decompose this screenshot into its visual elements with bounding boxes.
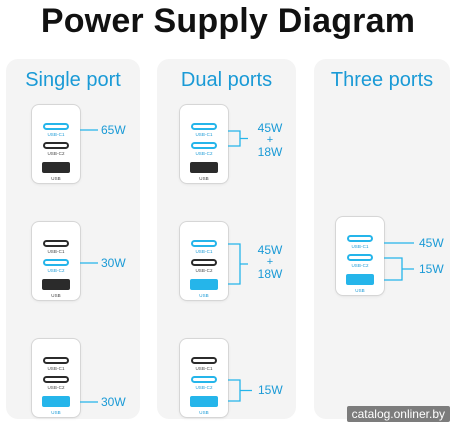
usb-c1-port: [43, 240, 69, 247]
charger-card: USB-C1 USB-C2 USB: [32, 339, 80, 417]
usb-c1-label: USB-C1: [195, 249, 213, 254]
usb-c1-port: [43, 123, 69, 130]
charger-card: USB-C1 USB-C2 USB: [180, 222, 228, 300]
usb-c2-port: [191, 142, 217, 149]
usb-a-port: [190, 162, 218, 173]
power-label: 30W: [101, 256, 126, 270]
usb-c2-label: USB-C2: [47, 151, 65, 156]
usb-c2-label: USB-C2: [47, 268, 65, 273]
usb-a-port: [42, 396, 70, 407]
usb-c2-label: USB-C2: [195, 385, 213, 390]
panel-title: Single port: [25, 69, 121, 91]
usb-a-label: USB: [51, 176, 61, 181]
usb-c1-port: [43, 357, 69, 364]
usb-c1-port: [347, 235, 373, 242]
power-label: 45W: [257, 243, 283, 257]
usb-c2-port: [191, 376, 217, 383]
usb-a-label: USB: [199, 293, 209, 298]
usb-c1-port: [191, 123, 217, 130]
plus-sign: +: [266, 256, 274, 268]
usb-a-port: [190, 396, 218, 407]
power-label: 45W: [419, 236, 444, 250]
power-label: 45W: [257, 121, 283, 135]
charger-card: USB-C1 USB-C2 USB: [180, 339, 228, 417]
power-label: 65W: [101, 123, 126, 137]
usb-c1-label: USB-C1: [351, 244, 369, 249]
usb-c2-label: USB-C2: [47, 385, 65, 390]
usb-c2-port: [43, 376, 69, 383]
usb-a-label: USB: [51, 293, 61, 298]
charger-card: USB-C1 USB-C2 USB: [180, 105, 228, 183]
usb-a-port: [42, 162, 70, 173]
usb-c2-port: [43, 259, 69, 266]
usb-a-label: USB: [199, 410, 209, 415]
usb-c1-port: [191, 240, 217, 247]
usb-c1-port: [191, 357, 217, 364]
usb-c2-label: USB-C2: [351, 263, 369, 268]
power-label: 15W: [258, 383, 283, 397]
charger-card: USB-C1 USB-C2 USB: [336, 217, 384, 295]
power-label: 18W: [257, 145, 283, 159]
usb-a-port: [346, 274, 374, 285]
charger-card: USB-C1 USB-C2 USB: [32, 105, 80, 183]
usb-c2-port: [43, 142, 69, 149]
power-label: 15W: [419, 262, 444, 276]
power-label: 18W: [257, 267, 283, 281]
usb-c1-label: USB-C1: [47, 132, 65, 137]
plus-sign: +: [266, 134, 274, 146]
usb-a-label: USB: [199, 176, 209, 181]
charger-card: USB-C1 USB-C2 USB: [32, 222, 80, 300]
watermark: catalog.onliner.by: [346, 406, 450, 422]
usb-c1-label: USB-C1: [47, 366, 65, 371]
usb-c2-label: USB-C2: [195, 268, 213, 273]
usb-c2-port: [347, 254, 373, 261]
usb-c1-label: USB-C1: [195, 132, 213, 137]
usb-a-port: [190, 279, 218, 290]
usb-a-label: USB: [355, 288, 365, 293]
usb-c2-label: USB-C2: [195, 151, 213, 156]
usb-a-port: [42, 279, 70, 290]
usb-c1-label: USB-C1: [47, 249, 65, 254]
page-title: Power Supply Diagram: [40, 2, 416, 40]
usb-c2-port: [191, 259, 217, 266]
panel-title: Dual ports: [180, 69, 273, 91]
usb-c1-label: USB-C1: [195, 366, 213, 371]
power-label: 30W: [101, 395, 126, 409]
panel-title: Three ports: [330, 69, 434, 91]
usb-a-label: USB: [51, 410, 61, 415]
